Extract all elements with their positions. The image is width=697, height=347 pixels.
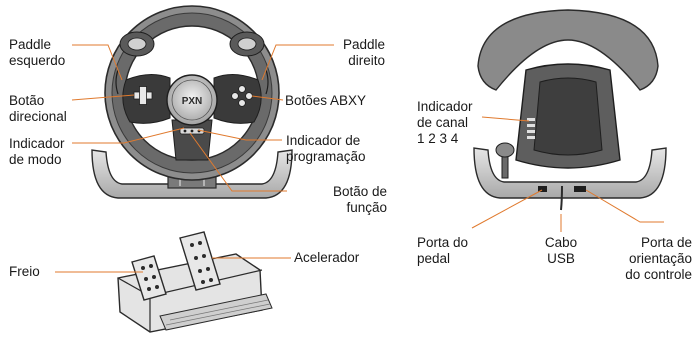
front-wheel-base bbox=[91, 149, 293, 199]
label-programming-line1: Indicador de bbox=[286, 133, 361, 148]
leader-programming bbox=[197, 129, 282, 141]
label-paddle-left-line1: Paddle bbox=[9, 37, 52, 52]
leader-function bbox=[189, 132, 287, 192]
leader-mode bbox=[72, 127, 185, 144]
label-usb: Cabo USB bbox=[531, 235, 591, 267]
label-channel-line2: de canal bbox=[417, 115, 469, 130]
label-accelerator: Acelerador bbox=[294, 250, 359, 266]
label-brake: Freio bbox=[9, 264, 40, 280]
rear-wheel-rim bbox=[477, 9, 659, 91]
label-channel-line1: Indicador bbox=[417, 99, 473, 114]
label-mode: Indicador de modo bbox=[9, 136, 65, 168]
label-abxy: Botões ABXY bbox=[285, 93, 366, 109]
label-pedal-port-line2: pedal bbox=[417, 251, 451, 266]
abxy-buttons-icon bbox=[231, 85, 253, 107]
label-abxy-text: Botões ABXY bbox=[285, 93, 367, 108]
label-paddle-right-line2: direito bbox=[348, 53, 385, 68]
label-brake-text: Freio bbox=[9, 264, 40, 279]
label-channel: Indicador de canal 1 2 3 4 bbox=[417, 99, 473, 147]
label-mode-line1: Indicador bbox=[9, 136, 65, 151]
label-usb-line2: USB bbox=[547, 251, 575, 266]
label-programming: Indicador de programação bbox=[286, 133, 366, 165]
leader-lines bbox=[55, 44, 664, 273]
front-wheel-spoke-bottom bbox=[171, 119, 213, 161]
label-paddle-right: Paddle direito bbox=[325, 37, 385, 69]
label-controller-port: Porta de orientação do controle bbox=[596, 235, 692, 283]
label-paddle-left-line2: esquerdo bbox=[9, 53, 66, 68]
front-wheel bbox=[91, 5, 293, 199]
front-wheel-spoke-right bbox=[213, 74, 262, 124]
label-paddle-right-line1: Paddle bbox=[342, 37, 385, 52]
label-pedal-port: Porta do pedal bbox=[417, 235, 468, 267]
label-dpad-line1: Botão bbox=[9, 93, 45, 108]
label-controller-port-line3: do controle bbox=[625, 267, 692, 282]
label-pedal-port-line1: Porta do bbox=[417, 235, 469, 250]
label-channel-line3: 1 2 3 4 bbox=[417, 131, 459, 146]
label-dpad-line2: direcional bbox=[9, 109, 67, 124]
label-function-line2: função bbox=[346, 200, 387, 215]
leader-controller-port bbox=[585, 189, 664, 223]
label-function: Botão de função bbox=[300, 184, 387, 216]
label-controller-port-line1: Porta de bbox=[640, 235, 692, 250]
accelerator-pedal bbox=[179, 231, 221, 291]
label-function-line1: Botão de bbox=[332, 184, 387, 199]
rear-wheel-base bbox=[473, 147, 667, 199]
brake-pedal bbox=[131, 255, 167, 301]
label-mode-line2: de modo bbox=[9, 152, 62, 167]
front-wheel-hub bbox=[166, 74, 218, 126]
label-programming-line2: programação bbox=[286, 149, 366, 164]
leader-paddle-left bbox=[72, 44, 123, 81]
label-accelerator-text: Acelerador bbox=[294, 250, 360, 265]
leader-dpad bbox=[71, 94, 135, 101]
leader-abxy bbox=[251, 95, 284, 101]
label-controller-port-line2: orientação bbox=[628, 251, 692, 266]
label-usb-line1: Cabo bbox=[544, 235, 578, 250]
leader-channel bbox=[481, 116, 530, 122]
leader-pedal-port bbox=[471, 189, 543, 229]
label-paddle-left: Paddle esquerdo bbox=[9, 37, 65, 69]
label-dpad: Botão direcional bbox=[9, 93, 67, 125]
pedals bbox=[117, 231, 273, 333]
gear-shifter bbox=[495, 142, 515, 179]
rear-wheel bbox=[473, 9, 667, 211]
leader-paddle-right bbox=[261, 44, 334, 81]
front-wheel-logo: PXN bbox=[182, 96, 203, 107]
